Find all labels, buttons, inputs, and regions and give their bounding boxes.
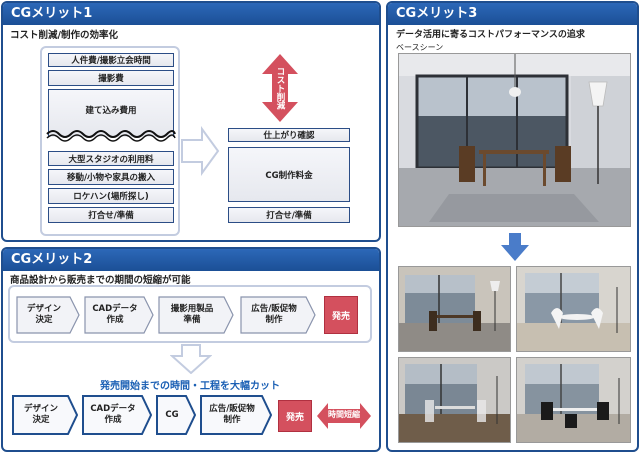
cost-reduction-arrow-icon	[262, 54, 298, 122]
after-step-cg-label: CG	[165, 409, 179, 420]
cost-item-location-hunting: ロケハン(場所探し)	[48, 188, 174, 204]
cg-item-meeting: 打合せ/準備	[228, 207, 350, 223]
before-step-design-label: デザイン 決定	[26, 304, 61, 325]
panel3-title: CGメリット3	[388, 3, 637, 25]
panel3-subtitle: データ活用に寄るコストパフォーマンスの追求	[396, 30, 585, 40]
before-step-design: デザイン 決定	[16, 296, 80, 334]
after-step-design: デザイン 決定	[12, 395, 78, 435]
cost-item-large-studio: 大型スタジオの利用料	[48, 151, 174, 166]
down-arrow-blue-icon	[501, 233, 529, 261]
before-step-ad: 広告/販促物 制作	[240, 296, 316, 334]
panel2-title: CGメリット2	[3, 249, 379, 271]
cg-item-production-fee: CG制作料金	[228, 147, 350, 202]
panel2-subtitle: 商品設計から販売までの期間の短縮が可能	[10, 275, 191, 286]
variation-scene-image-2	[516, 266, 631, 352]
variation-scene-image-1	[398, 266, 511, 352]
before-step-ad-label: 広告/販促物 制作	[251, 304, 297, 325]
base-scene-label: ベースシーン	[396, 43, 444, 52]
cost-item-meeting: 打合せ/準備	[48, 207, 174, 223]
time-shorten-arrow-icon	[317, 403, 371, 429]
right-arrow-icon	[181, 126, 220, 176]
down-arrow-icon	[170, 344, 212, 374]
before-release-box: 発売	[324, 296, 358, 334]
before-step-cad: CADデータ 作成	[84, 296, 154, 334]
before-process-frame	[8, 285, 372, 343]
cost-item-moving: 移動/小物や家具の搬入	[48, 169, 174, 185]
before-step-product-prep: 撮影用製品 準備	[158, 296, 234, 334]
after-step-cg: CG	[156, 395, 196, 435]
base-scene-image	[398, 53, 631, 227]
panel1-title: CGメリット1	[3, 3, 379, 25]
cost-reduction-label: コスト削減	[275, 66, 285, 110]
before-step-product-prep-label: 撮影用製品 準備	[170, 304, 214, 325]
after-step-cad-label: CADデータ 作成	[90, 404, 136, 425]
cost-item-labor: 人件費/撮影立会時間	[48, 53, 174, 67]
before-step-cad-label: CADデータ 作成	[92, 304, 138, 325]
after-step-ad-label: 広告/販促物 制作	[209, 404, 255, 425]
time-shorten-label: 時間短縮	[328, 410, 360, 419]
cost-item-set-building: 建て込み費用	[48, 89, 174, 137]
panel1-subtitle: コスト削減/制作の効率化	[10, 30, 118, 41]
after-step-cad: CADデータ 作成	[82, 395, 152, 435]
after-step-design-label: デザイン 決定	[23, 404, 58, 425]
time-cut-caption: 発売開始までの時間・工程を大幅カット	[100, 381, 280, 392]
after-release-box: 発売	[278, 400, 312, 432]
cost-item-shooting: 撮影費	[48, 70, 174, 86]
cost-wave-break	[46, 130, 176, 142]
variation-scene-image-4	[516, 357, 631, 443]
variation-scene-image-3	[398, 357, 511, 443]
cg-item-final-check: 仕上がり確認	[228, 128, 350, 142]
after-step-ad: 広告/販促物 制作	[200, 395, 272, 435]
